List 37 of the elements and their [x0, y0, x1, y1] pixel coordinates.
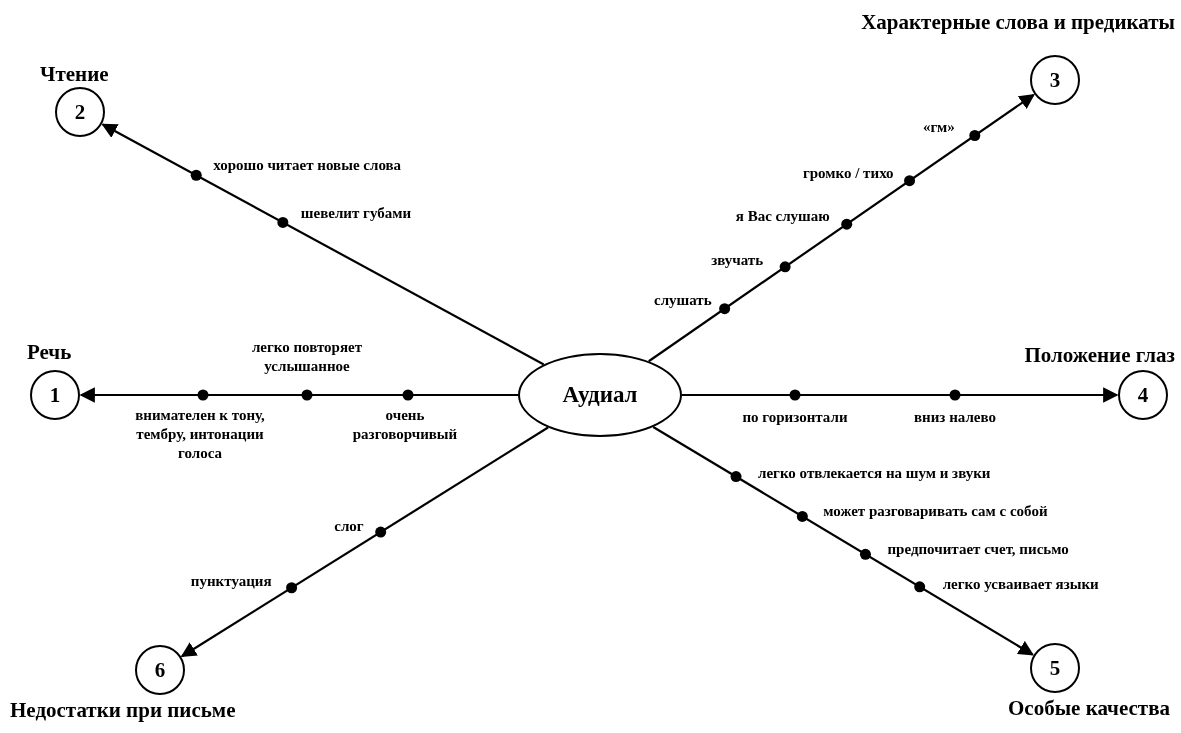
category-heading: Недостатки при письме — [10, 698, 236, 723]
category-heading: Положение глаз — [1024, 343, 1175, 368]
item-label: предпочитает счет, письмо — [887, 540, 1069, 560]
item-label: легко усваивает языки — [942, 574, 1099, 594]
item-label: вниз налево — [913, 408, 997, 427]
item-label: слог — [334, 517, 364, 537]
item-label: очень разговорчивый — [351, 406, 459, 444]
ellipse-node: Аудиал — [518, 353, 682, 437]
item-label: хорошо читает новые слова — [213, 156, 402, 176]
arrow — [101, 123, 545, 366]
item-label: я Вас слушаю — [735, 207, 830, 227]
item-label: звучать — [711, 250, 764, 270]
category-heading: Характерные слова и предикаты — [861, 10, 1175, 35]
item-label: пунктуация — [190, 571, 272, 591]
numbered-circle: 3 — [1030, 55, 1080, 105]
item-label: легко повторяет услышанное — [250, 338, 364, 376]
numbered-circle: 1 — [30, 370, 80, 420]
arrow — [79, 387, 518, 403]
item-label: шевелит губами — [300, 204, 412, 224]
category-heading: Чтение — [40, 62, 109, 87]
item-label: внимателен к тону, тембру, интонации голоса — [134, 406, 266, 463]
category-heading: Особые качества — [1008, 696, 1170, 721]
category-heading: Речь — [27, 340, 72, 365]
arrow — [682, 387, 1119, 403]
item-label: по горизонтали — [741, 408, 849, 427]
item-label: легко отвлекается на шум и звуки — [758, 463, 991, 483]
item-label: громко / тихо — [802, 163, 894, 183]
arrow — [180, 426, 549, 658]
item-label: может разговаривать сам с собой — [823, 502, 1048, 522]
numbered-circle: 6 — [135, 645, 185, 695]
item-label: слушать — [654, 290, 712, 310]
arrow — [652, 426, 1035, 656]
numbered-circle: 2 — [55, 87, 105, 137]
numbered-circle: 5 — [1030, 643, 1080, 693]
arrow — [648, 93, 1035, 363]
item-label: «гм» — [923, 117, 955, 137]
numbered-circle: 4 — [1118, 370, 1168, 420]
